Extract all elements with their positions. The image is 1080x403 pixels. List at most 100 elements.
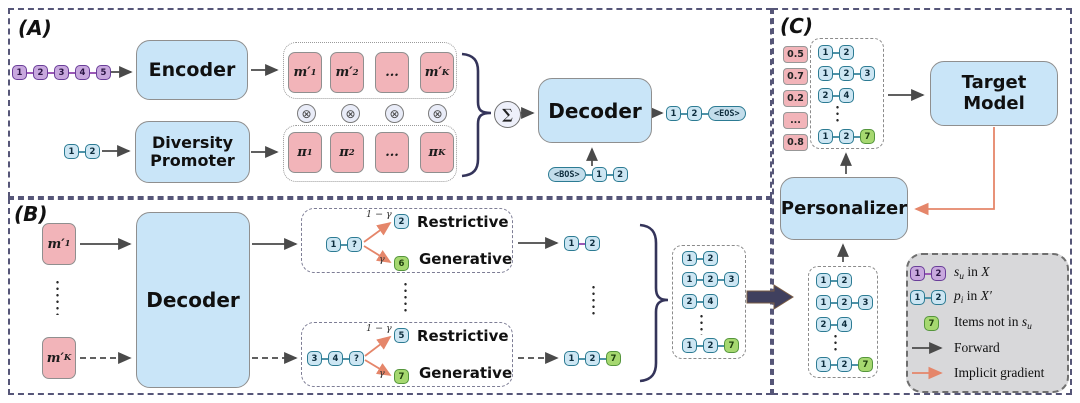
token-1: 1 <box>816 357 831 372</box>
token-3: 3 <box>307 351 322 366</box>
token-7: 7 <box>924 316 939 331</box>
vertical-dots <box>834 333 837 353</box>
branch2-prob-top: 1 − γ <box>366 323 392 334</box>
branch2-restrictive-token: 5 <box>394 328 409 343</box>
vertical-dots <box>836 104 839 124</box>
token-link <box>718 278 724 281</box>
token-link <box>833 135 839 138</box>
token-link <box>579 357 585 360</box>
score-value: 0.8 <box>783 134 808 151</box>
branch2-generative-token: 7 <box>394 369 409 384</box>
token-4: 4 <box>703 294 718 309</box>
legend-item-token: 7 <box>924 316 939 331</box>
token-2: 2 <box>585 351 600 366</box>
token-1: 1 <box>816 295 831 310</box>
token-2: 2 <box>931 290 946 305</box>
token-link <box>90 71 96 74</box>
branch1-generative-label: Generative <box>419 250 513 268</box>
token-link <box>697 344 703 347</box>
target-model-box: Target Model <box>930 61 1058 126</box>
token-link <box>697 278 703 281</box>
token-link <box>925 296 931 299</box>
decoder-a-box: Decoder <box>538 78 652 143</box>
token-1: 1 <box>682 251 697 266</box>
token-?: ? <box>349 351 364 366</box>
token-link <box>69 71 75 74</box>
token-link <box>702 112 708 115</box>
token-link <box>831 323 837 326</box>
token-link <box>833 94 839 97</box>
token-link <box>343 357 349 360</box>
token-1: 1 <box>682 338 697 353</box>
branch1-input-chain: 1? <box>326 237 362 252</box>
token-2: 2 <box>816 317 831 332</box>
otimes-icon: ⊗ <box>385 104 404 123</box>
memory-mk-b: m′K <box>42 337 76 379</box>
token-4: 4 <box>75 65 90 80</box>
token-7: 7 <box>724 338 739 353</box>
weight-row-wrap <box>283 125 457 182</box>
score-value: 0.5 <box>783 46 808 63</box>
token-link <box>831 279 837 282</box>
token-link <box>79 150 85 153</box>
token-2: 2 <box>703 338 718 353</box>
token-7: 7 <box>606 351 621 366</box>
token-3: 3 <box>860 66 875 81</box>
memory-ellipsis: ... <box>375 52 409 93</box>
token-1: 1 <box>910 266 925 281</box>
memory-m1-b: m′1 <box>42 223 76 265</box>
token-2: 2 <box>839 45 854 60</box>
scored-candidates-box <box>810 38 884 149</box>
branch-box-2 <box>301 322 513 387</box>
token-1: 1 <box>564 236 579 251</box>
token-link <box>585 173 592 176</box>
token-link <box>852 301 858 304</box>
token-2: 2 <box>839 129 854 144</box>
token-2: 2 <box>931 266 946 281</box>
token-4: 4 <box>837 317 852 332</box>
token-link <box>600 357 606 360</box>
token-2: 2 <box>837 295 852 310</box>
candidate-pool-box <box>672 245 746 359</box>
score-value: 0.2 <box>783 90 808 107</box>
token-4: 4 <box>839 88 854 103</box>
token-link <box>854 72 860 75</box>
token-2: 2 <box>33 65 48 80</box>
token-1: 1 <box>816 273 831 288</box>
token-link <box>831 301 837 304</box>
token-1: 1 <box>910 290 925 305</box>
personalizer-input-box <box>808 266 878 378</box>
token-7: 7 <box>858 357 873 372</box>
token-2: 2 <box>585 236 600 251</box>
token-5: 5 <box>394 328 409 343</box>
token-6: 6 <box>394 256 409 271</box>
decoder-b-box: Decoder <box>136 212 250 388</box>
token-link <box>606 173 613 176</box>
panel-c-frame <box>772 8 1072 395</box>
panel-a-frame <box>8 8 772 198</box>
token-3: 3 <box>724 272 739 287</box>
branch2-prob-bottom: γ <box>379 368 385 379</box>
branch2-generative-label: Generative <box>419 364 513 382</box>
branch2-restrictive-label: Restrictive <box>417 327 509 345</box>
token-link <box>579 242 585 245</box>
token-1: 1 <box>666 106 681 121</box>
panel-a-label: (A) <box>18 16 52 40</box>
encoder-box: Encoder <box>136 40 248 100</box>
panel-c-label: (C) <box>780 14 813 38</box>
token-link <box>27 71 33 74</box>
